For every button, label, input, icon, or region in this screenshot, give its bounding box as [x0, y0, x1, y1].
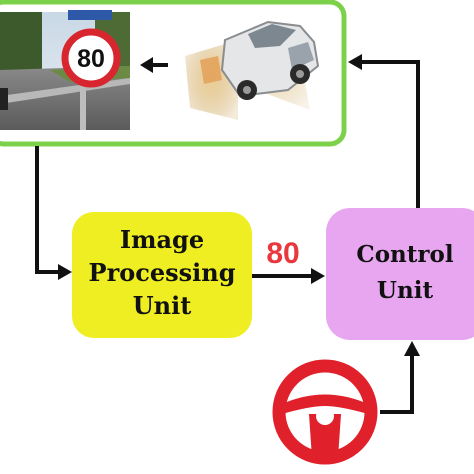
wheel-to-control-connector [380, 355, 414, 414]
control-unit: Control Unit [326, 208, 474, 340]
image-processing-unit-box [72, 212, 252, 338]
ipu-label-line-1: Image [120, 225, 204, 254]
control-unit-box [326, 208, 474, 340]
connectors [35, 54, 420, 414]
image-processing-unit: Image Processing Unit [72, 212, 252, 338]
speed-sign-text: 80 [77, 45, 105, 73]
steering-wheel-icon [272, 359, 378, 465]
ipu-label-line-2: Processing [89, 258, 236, 287]
camera-panel: 80 [0, 0, 347, 147]
cu-label-line-2: Unit [377, 277, 434, 304]
panel-to-ipu-connector [35, 146, 62, 274]
control-to-panel-connector [362, 60, 420, 208]
speed-sign-icon [61, 28, 121, 88]
ipu-label-line-3: Unit [133, 291, 192, 320]
speed-output-label: 80 [266, 237, 299, 270]
cu-label-line-1: Control [356, 241, 453, 268]
road-scene-image: 80 [0, 10, 130, 130]
car-icon [185, 20, 320, 120]
